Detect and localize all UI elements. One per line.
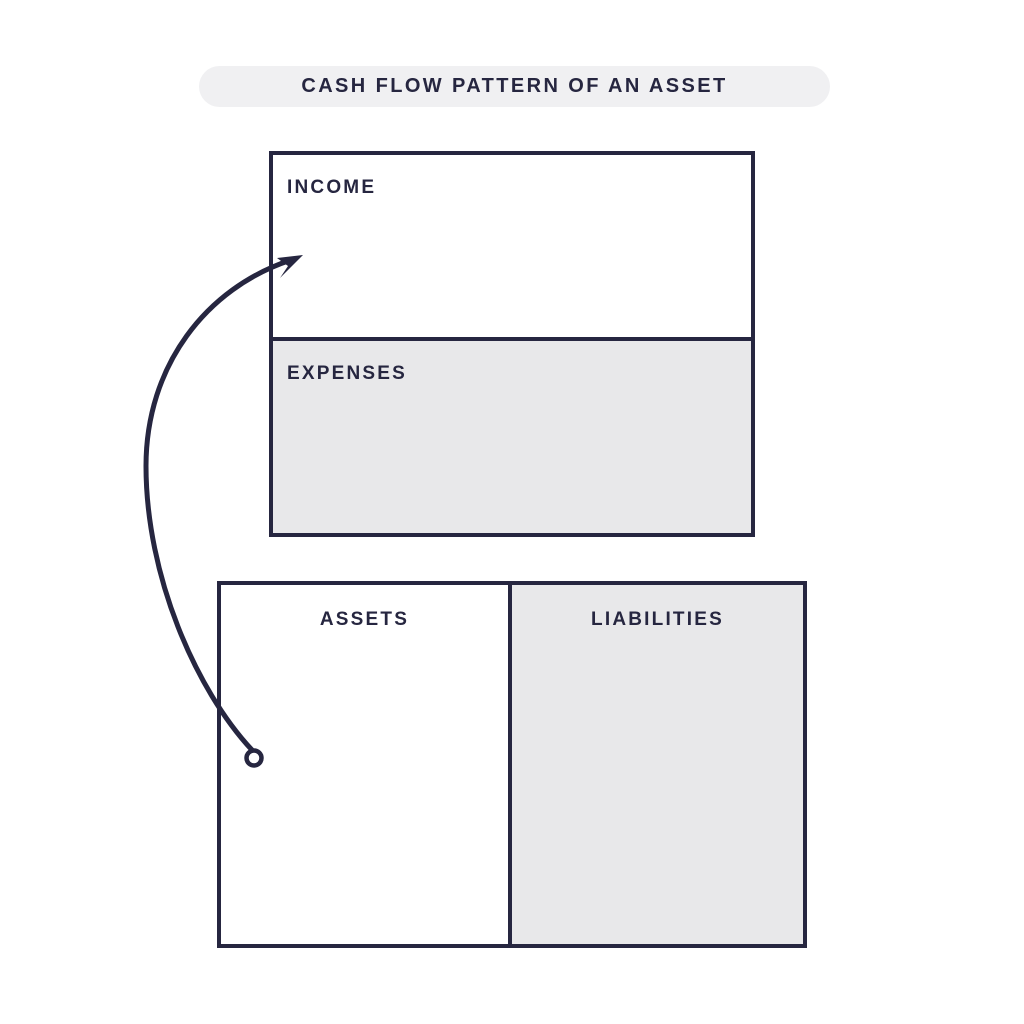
page-title: CASH FLOW PATTERN OF AN ASSET [301, 75, 728, 97]
liabilities-section: LIABILITIES [512, 585, 803, 944]
income-label: INCOME [287, 177, 377, 198]
income-section: INCOME [273, 155, 751, 341]
page-title-pill: CASH FLOW PATTERN OF AN ASSET [199, 66, 830, 107]
balance-sheet-box: ASSETS LIABILITIES [217, 581, 807, 948]
assets-label: ASSETS [319, 609, 410, 630]
assets-section: ASSETS [221, 585, 512, 944]
liabilities-label: LIABILITIES [591, 609, 724, 630]
expenses-label: EXPENSES [287, 363, 408, 384]
expenses-section: EXPENSES [273, 341, 751, 533]
income-statement-box: INCOME EXPENSES [269, 151, 755, 537]
